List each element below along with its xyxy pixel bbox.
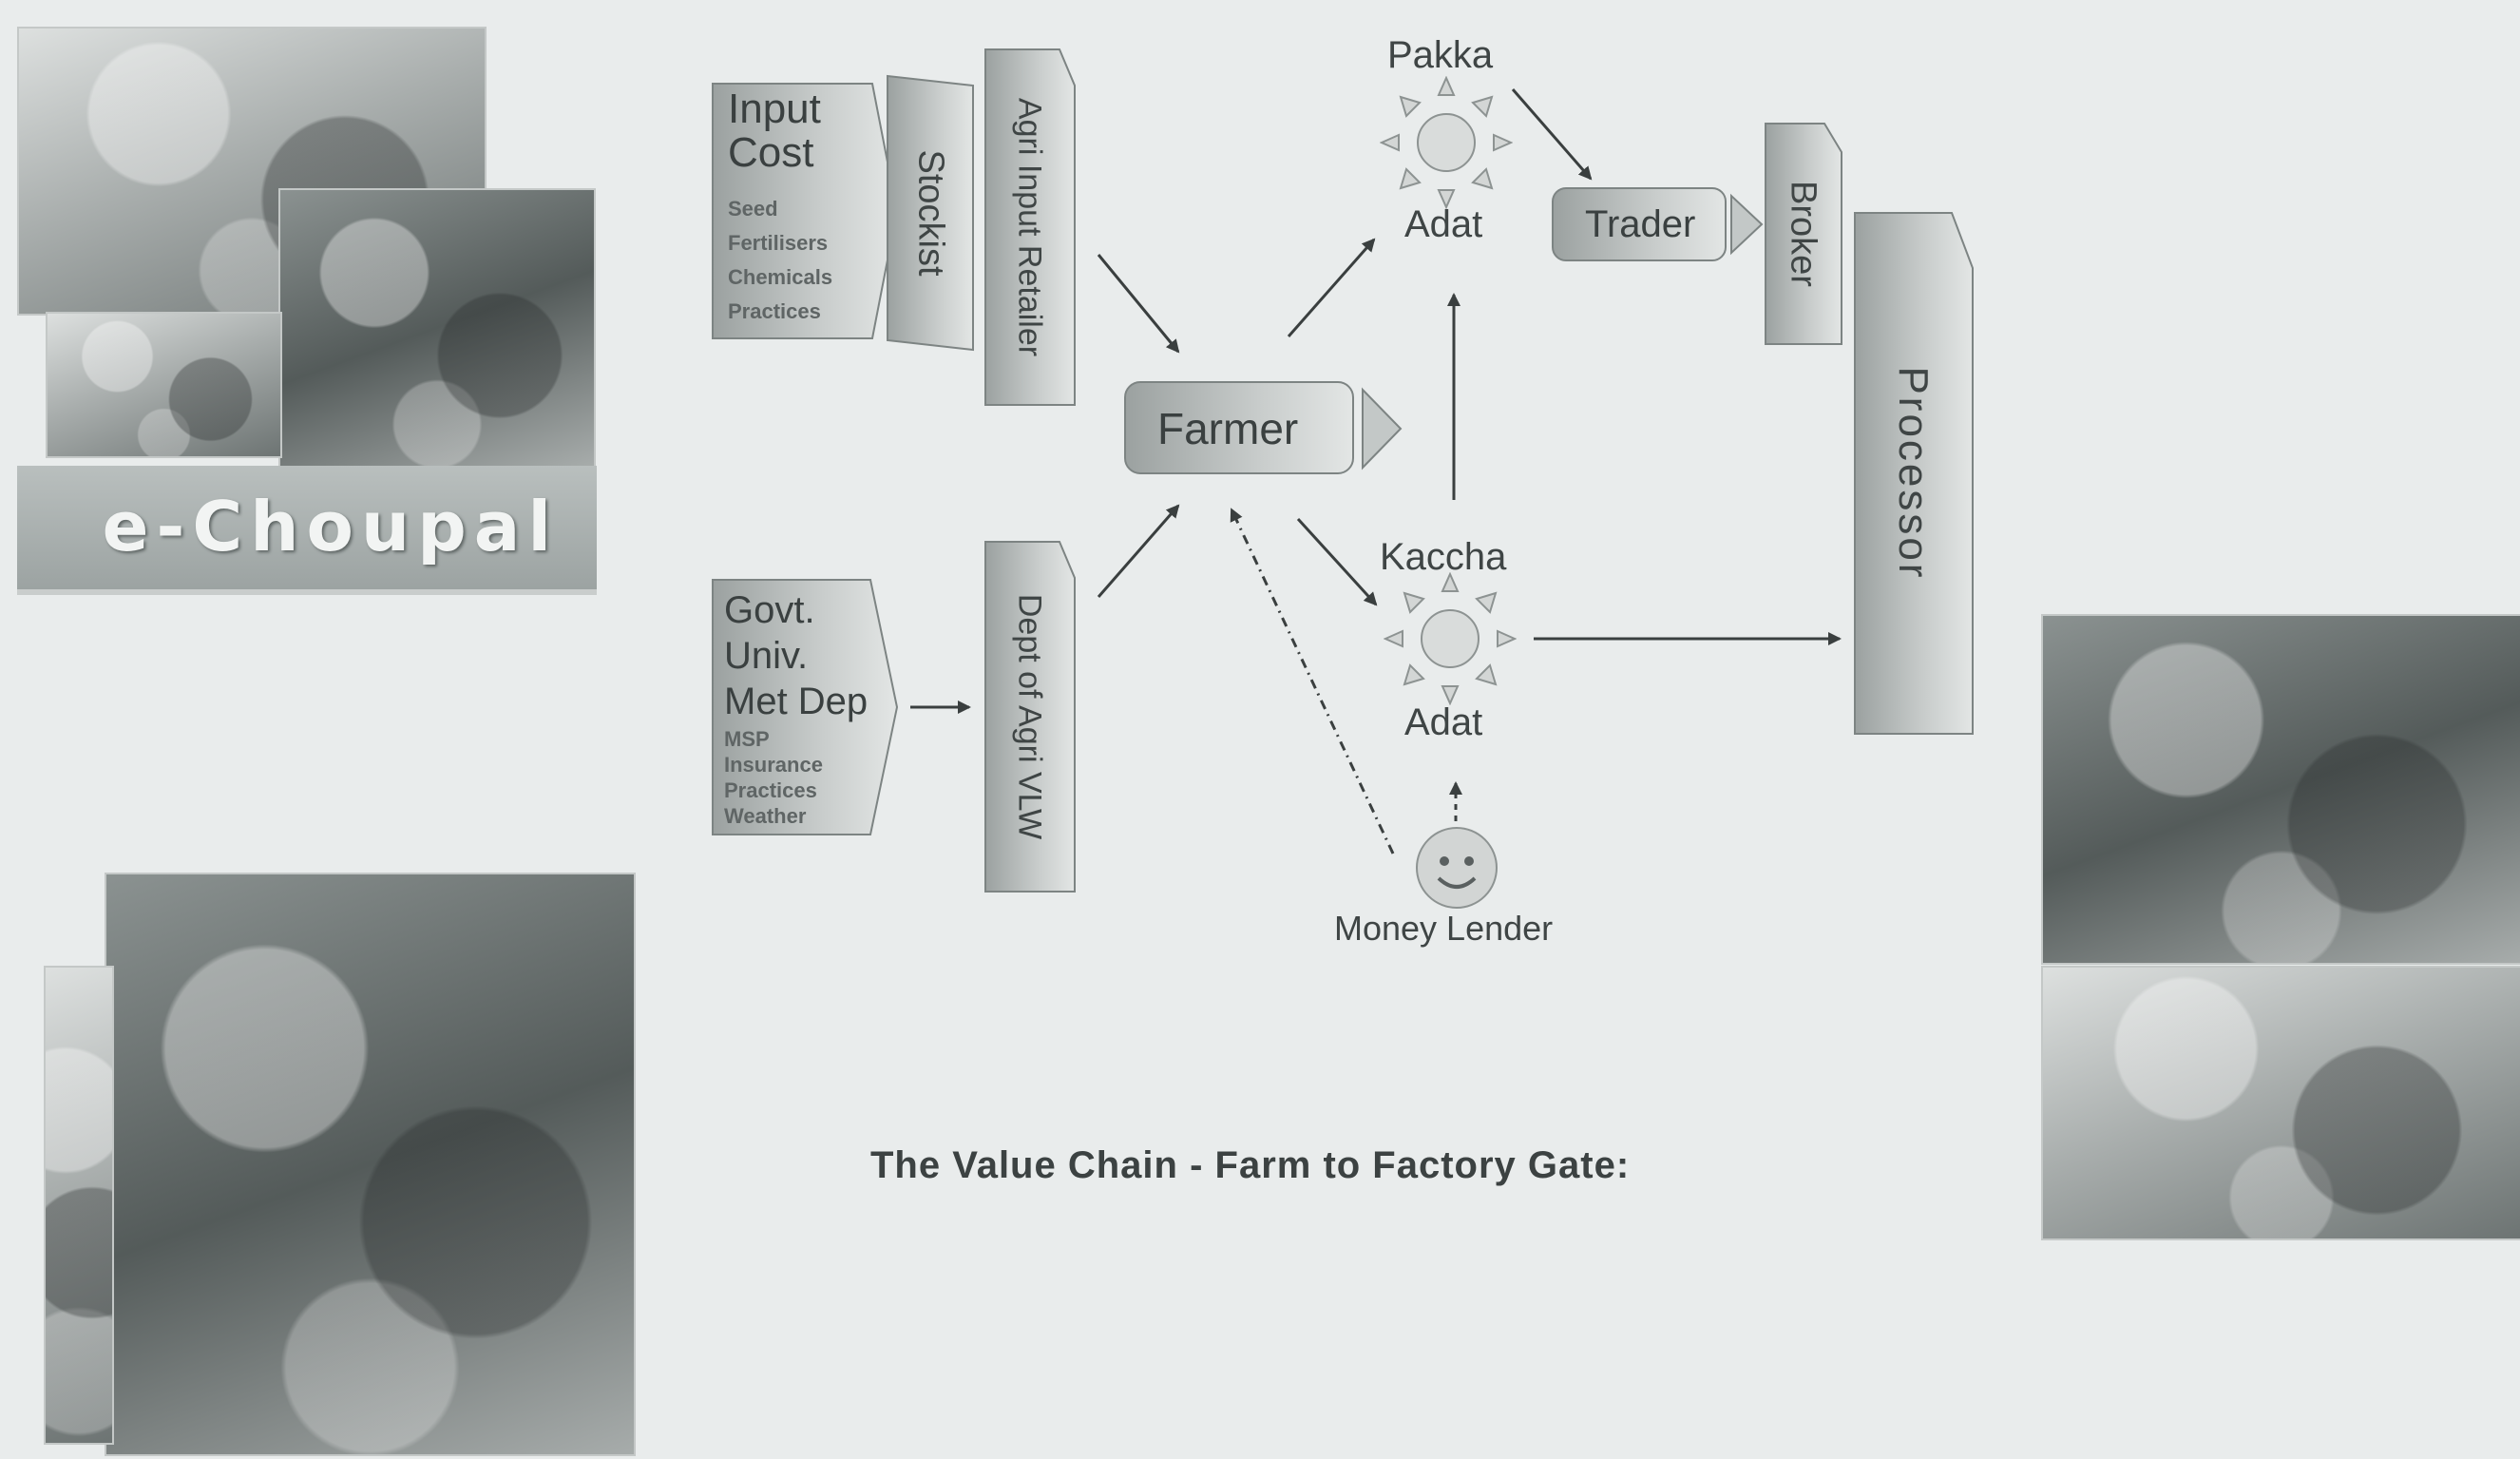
smiley-icon bbox=[1416, 827, 1498, 909]
photo-desk bbox=[2043, 968, 2520, 1238]
govt-items: MSP Insurance Practices Weather bbox=[724, 726, 823, 829]
photo-meeting bbox=[2043, 616, 2520, 963]
arrow-lender-to-farmer bbox=[1230, 508, 1395, 854]
input-cost-heading: Input Cost bbox=[728, 87, 821, 175]
govt-item: Insurance bbox=[724, 753, 823, 777]
pakka-label: Pakka bbox=[1387, 34, 1494, 76]
farmer-label: Farmer bbox=[1157, 404, 1299, 453]
input-cost-items: Seed Fertilisers Chemicals Practices bbox=[728, 192, 832, 329]
photo-crowd-strip bbox=[46, 968, 112, 1443]
echoupal-banner: e-Choupal bbox=[17, 466, 597, 595]
dept-agri-vlw-box bbox=[984, 541, 1076, 893]
broker-box bbox=[1765, 123, 1842, 345]
govt-heading: Govt. Univ. Met Dep bbox=[724, 587, 868, 724]
photo-sacks bbox=[19, 29, 485, 314]
arrow-pakka-to-trader bbox=[1511, 88, 1593, 181]
input-cost-item: Chemicals bbox=[728, 265, 833, 289]
photo-van bbox=[280, 190, 594, 466]
govt-box bbox=[712, 579, 899, 835]
farmer-box bbox=[1124, 381, 1403, 474]
pakka-sun-icon bbox=[1380, 76, 1513, 209]
processor-box bbox=[1854, 212, 1974, 735]
arrow-farmer-to-pakka bbox=[1287, 238, 1376, 337]
pakka-adat-label: Adat bbox=[1404, 203, 1483, 245]
govt-heading-line-2: Univ. bbox=[724, 635, 809, 677]
input-cost-item: Seed bbox=[728, 197, 778, 221]
diagram-caption: The Value Chain - Farm to Factory Gate: bbox=[870, 1144, 1631, 1186]
photo-computer bbox=[48, 314, 280, 456]
kaccha-adat-label: Adat bbox=[1404, 701, 1483, 743]
trader-box bbox=[1552, 187, 1764, 261]
kaccha-label: Kaccha bbox=[1380, 536, 1507, 578]
banner-title: e-Choupal bbox=[102, 487, 559, 566]
govt-item: Weather bbox=[724, 804, 807, 828]
arrow-vlw-to-farmer bbox=[1097, 504, 1180, 598]
input-cost-heading-line-2: Cost bbox=[728, 129, 814, 176]
arrow-farmer-to-kaccha bbox=[1296, 517, 1378, 606]
kaccha-sun-icon bbox=[1384, 572, 1517, 705]
money-lender-label: Money Lender bbox=[1334, 909, 1554, 948]
input-cost-box bbox=[712, 83, 899, 339]
govt-item: Practices bbox=[724, 778, 817, 802]
arrow-retailer-to-farmer bbox=[1097, 254, 1180, 354]
govt-heading-line-1: Govt. bbox=[724, 589, 815, 631]
govt-heading-line-3: Met Dep bbox=[724, 681, 869, 722]
input-cost-item: Fertilisers bbox=[728, 231, 829, 255]
photo-crowd bbox=[106, 874, 634, 1454]
agri-input-retailer-box bbox=[984, 48, 1076, 406]
trader-label: Trader bbox=[1585, 203, 1696, 245]
govt-item: MSP bbox=[724, 727, 770, 751]
input-cost-item: Practices bbox=[728, 299, 821, 323]
stockist-box bbox=[887, 74, 974, 352]
input-cost-heading-line-1: Input bbox=[728, 86, 821, 132]
